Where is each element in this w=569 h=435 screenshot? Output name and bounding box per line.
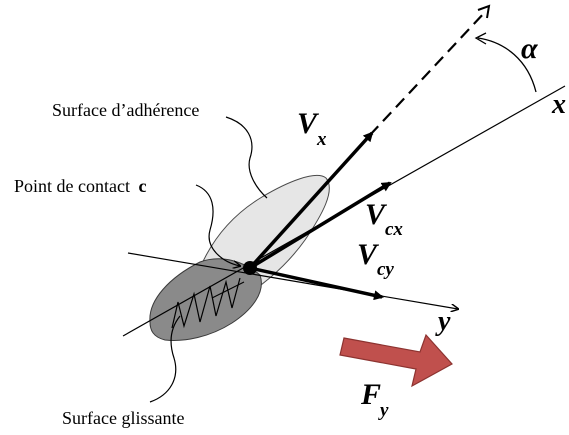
vcy-arrow bbox=[249, 266, 384, 301]
sliding-boundary-line bbox=[211, 281, 245, 299]
alpha-arc-arrowhead bbox=[474, 32, 487, 45]
fy-label: F y bbox=[360, 378, 389, 421]
adhesion-leader-line bbox=[225, 116, 268, 199]
contact-point-label: Point de contact c bbox=[14, 176, 146, 196]
vx-label-main: V bbox=[297, 107, 320, 140]
vcx-arrow bbox=[249, 181, 392, 270]
vx-label: V x bbox=[297, 107, 327, 150]
alpha-label: α bbox=[521, 32, 538, 65]
vx-arrow bbox=[248, 131, 374, 270]
sliding-surface-label: Surface glissante bbox=[62, 408, 184, 428]
velocity-direction-dashed bbox=[369, 11, 486, 136]
vcy-label-sub: cy bbox=[377, 259, 394, 280]
sliding-leader-line bbox=[149, 315, 181, 403]
vcx-label-main: V bbox=[365, 198, 388, 231]
vx-label-sub: x bbox=[316, 129, 327, 150]
sliding-squiggle bbox=[171, 277, 241, 329]
contact-leader-line bbox=[195, 184, 240, 266]
y-axis-label: y bbox=[435, 306, 451, 337]
y-axis-line bbox=[127, 252, 458, 309]
velocity-direction-arrowhead bbox=[477, 4, 491, 19]
fy-label-sub: y bbox=[378, 400, 389, 421]
contact-point-dot bbox=[243, 261, 257, 275]
vcx-label: V cx bbox=[365, 198, 403, 240]
contact-point-text: Point de contact bbox=[14, 176, 130, 196]
vcx-label-sub: cx bbox=[385, 219, 403, 240]
fy-label-main: F bbox=[360, 378, 381, 411]
x-axis-label: x bbox=[551, 89, 566, 120]
adhesion-surface-label: Surface d’adhérence bbox=[52, 100, 199, 120]
alpha-arc bbox=[477, 37, 537, 93]
vcy-label-main: V bbox=[357, 238, 380, 271]
vcy-label: V cy bbox=[357, 238, 394, 280]
fy-force-arrow bbox=[339, 333, 453, 388]
contact-point-symbol: c bbox=[138, 176, 146, 196]
